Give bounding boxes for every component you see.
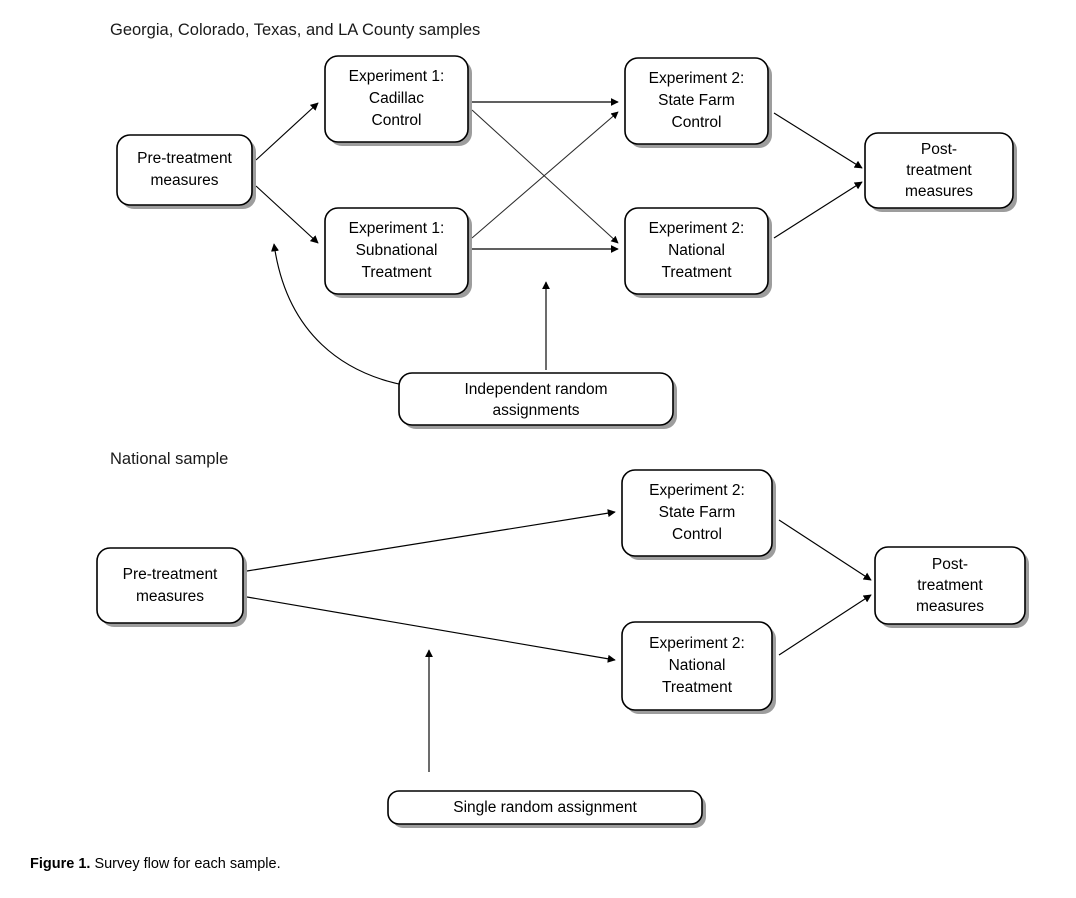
node-line-1: Experiment 1:	[349, 220, 445, 237]
node-rect	[621, 469, 773, 557]
edge-exp2-treatment-to-post	[773, 181, 863, 239]
node-rect	[864, 132, 1014, 209]
node-line-3: Treatment	[661, 264, 732, 281]
node-line-1: Post-	[932, 556, 968, 573]
node-line-2: measures	[136, 588, 204, 605]
node-line-3: measures	[905, 183, 973, 200]
node-rect	[398, 372, 674, 426]
node-line-1: Experiment 2:	[649, 482, 745, 499]
node-line-3: Treatment	[662, 679, 733, 696]
edge-pre-to-exp1-treatment	[255, 185, 319, 244]
edge-pre-to-exp2-control-national	[246, 509, 616, 572]
node-rect	[387, 790, 703, 825]
node-line-1: Pre-treatment	[123, 566, 218, 583]
node-experiment-2-state-farm-control-national[interactable]: Experiment 2: State Farm Control	[621, 469, 776, 560]
edge-pre-to-exp1-control	[255, 102, 319, 161]
panel-label-subnational: Georgia, Colorado, Texas, and LA County …	[110, 21, 480, 39]
node-line-2: State Farm	[659, 504, 736, 521]
node-experiment-2-national-treatment-subnational[interactable]: Experiment 2: National Treatment	[624, 207, 772, 298]
edge-exp2-treatment-to-post-national	[778, 594, 872, 656]
node-line-2: treatment	[917, 577, 983, 594]
node-rect	[96, 547, 244, 624]
node-rect	[621, 621, 773, 711]
edge-exp1-treatment-to-exp2-control	[471, 111, 619, 239]
node-rect	[324, 55, 469, 143]
node-line-1: Experiment 1:	[349, 68, 445, 85]
node-line-3: Control	[672, 526, 722, 543]
edge-exp2-control-to-post	[773, 112, 863, 169]
node-line-2: measures	[150, 172, 218, 189]
edge-exp1-control-to-exp2-treatment	[471, 109, 619, 244]
edge-pre-to-exp2-treatment-national	[246, 596, 616, 663]
node-pre-treatment-measures-subnational[interactable]: Pre-treatment measures	[116, 134, 256, 209]
edge-random-to-pre-treatment	[271, 243, 423, 389]
node-single-random-assignment[interactable]: Single random assignment	[387, 790, 706, 828]
node-line-2: State Farm	[658, 92, 735, 109]
node-line-2: National	[668, 242, 725, 259]
node-line-3: Treatment	[361, 264, 432, 281]
node-line-3: Control	[372, 112, 422, 129]
figure-caption-text: Survey flow for each sample.	[94, 856, 281, 872]
node-experiment-1-subnational-treatment[interactable]: Experiment 1: Subnational Treatment	[324, 207, 472, 298]
panel-2-edges	[246, 509, 872, 772]
node-line-1: Experiment 2:	[649, 70, 745, 87]
node-line-2: treatment	[906, 162, 972, 179]
node-post-treatment-measures-subnational[interactable]: Post- treatment measures	[864, 132, 1017, 212]
node-line-2: Subnational	[356, 242, 438, 259]
node-line-3: Control	[672, 114, 722, 131]
node-rect	[324, 207, 469, 295]
node-line-2: Cadillac	[369, 90, 424, 107]
node-line-1: Experiment 2:	[649, 220, 745, 237]
node-line-2: National	[669, 657, 726, 674]
node-line-1: Pre-treatment	[137, 150, 232, 167]
node-line-3: measures	[916, 598, 984, 615]
node-experiment-2-state-farm-control-subnational[interactable]: Experiment 2: State Farm Control	[624, 57, 772, 148]
figure-caption: Figure 1.Survey flow for each sample.	[30, 856, 281, 872]
node-rect	[624, 207, 769, 295]
node-experiment-1-cadillac-control[interactable]: Experiment 1: Cadillac Control	[324, 55, 472, 146]
panel-1-edges	[255, 97, 863, 389]
node-experiment-2-national-treatment-national[interactable]: Experiment 2: National Treatment	[621, 621, 776, 714]
node-rect	[116, 134, 253, 206]
node-rect	[624, 57, 769, 145]
node-line-1: Post-	[921, 141, 957, 158]
node-line-1: Independent random	[464, 381, 607, 398]
node-pre-treatment-measures-national[interactable]: Pre-treatment measures	[96, 547, 247, 627]
edge-exp2-control-to-post-national	[778, 519, 872, 581]
panel-label-national: National sample	[110, 450, 228, 468]
node-line-2: assignments	[492, 402, 579, 419]
node-post-treatment-measures-national[interactable]: Post- treatment measures	[874, 546, 1029, 628]
node-rect	[874, 546, 1026, 625]
node-line-1: Experiment 2:	[649, 635, 745, 652]
node-line-1: Single random assignment	[453, 799, 637, 816]
figure-caption-label: Figure 1.	[30, 856, 91, 872]
node-independent-random-assignments[interactable]: Independent random assignments	[398, 372, 677, 429]
